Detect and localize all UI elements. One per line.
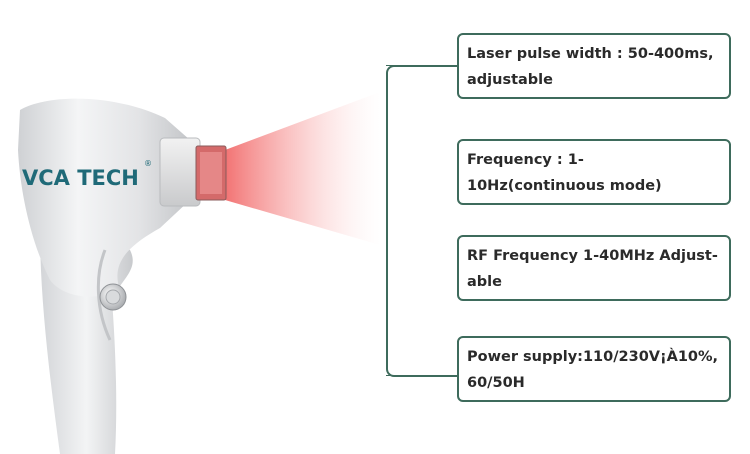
connector-bracket bbox=[386, 65, 460, 377]
spec-frequency: Frequency : 1-10Hz(continuous mode) bbox=[457, 139, 731, 205]
registered-mark: ® bbox=[144, 159, 152, 168]
laser-device-illustration: VCA TECH ® bbox=[18, 92, 380, 454]
connector-line-1 bbox=[386, 65, 458, 66]
spec-power-supply: Power supply:110/230V¡À10%, 60/50H bbox=[457, 336, 731, 402]
laser-beam bbox=[225, 92, 380, 245]
device-body bbox=[18, 98, 190, 297]
spec-pulse-width: Laser pulse width : 50-400ms, adjustable bbox=[457, 33, 731, 99]
connector-line-4 bbox=[386, 375, 458, 376]
brand-logo: VCA TECH bbox=[22, 166, 139, 190]
device-head-cap bbox=[159, 137, 201, 207]
spec-rf-frequency: RF Frequency 1-40MHz Adjust- able bbox=[457, 235, 731, 301]
